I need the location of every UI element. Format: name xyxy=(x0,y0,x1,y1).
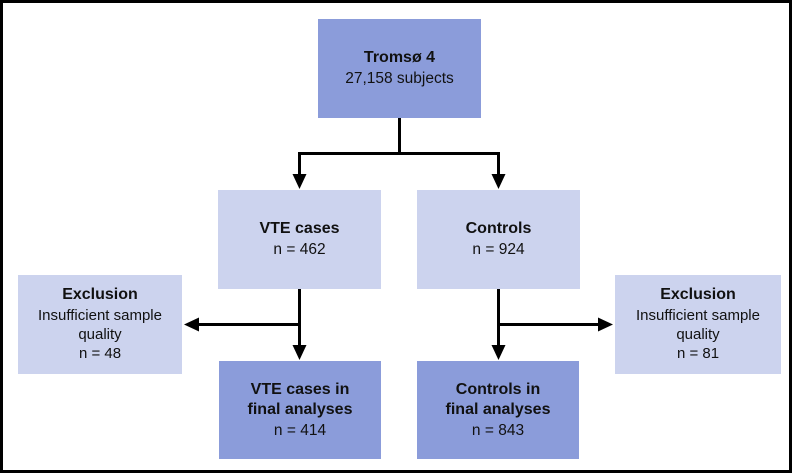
node-exclusion-left-count: n = 48 xyxy=(78,345,122,363)
node-controls-final-title-line2: final analyses xyxy=(445,401,551,419)
node-controls-final-title-line1: Controls in xyxy=(455,380,541,398)
node-vte-cases-title: VTE cases xyxy=(259,220,340,238)
node-controls-final-count: n = 843 xyxy=(471,421,525,439)
node-tromso4: Tromsø 4 27,158 subjects xyxy=(318,19,481,118)
node-controls-count: n = 924 xyxy=(472,240,525,258)
node-tromso4-title: Tromsø 4 xyxy=(363,49,436,67)
node-vte-cases-count: n = 462 xyxy=(273,240,326,258)
connector-arrow-to-controls xyxy=(491,152,506,189)
node-controls: Controls n = 924 xyxy=(417,190,580,289)
node-exclusion-left-title: Exclusion xyxy=(62,286,138,304)
connector-arrow-vte-to-final xyxy=(292,289,307,360)
connector-arrow-controls-to-final xyxy=(491,289,506,360)
node-exclusion-left-reason: Insufficient sample quality xyxy=(38,306,162,344)
node-exclusion-left: Exclusion Insufficient sample quality n … xyxy=(18,275,182,374)
node-vte-final-title-line1: VTE cases in xyxy=(250,380,350,398)
node-vte-final-count: n = 414 xyxy=(273,421,327,439)
connector-arrow-to-vte-cases xyxy=(292,152,307,189)
node-vte-final: VTE cases in final analyses n = 414 xyxy=(219,361,381,459)
node-exclusion-right-title: Exclusion xyxy=(660,286,736,304)
node-vte-final-title-line2: final analyses xyxy=(247,401,353,419)
connector-arrow-to-right-exclusion xyxy=(497,317,613,332)
node-vte-cases: VTE cases n = 462 xyxy=(218,190,381,289)
connector-arrow-to-left-exclusion xyxy=(184,317,301,332)
node-controls-title: Controls xyxy=(465,220,532,238)
node-exclusion-right-count: n = 81 xyxy=(676,345,720,363)
node-controls-final: Controls in final analyses n = 843 xyxy=(417,361,579,459)
node-exclusion-right: Exclusion Insufficient sample quality n … xyxy=(615,275,781,374)
node-tromso4-subtitle: 27,158 subjects xyxy=(345,69,454,87)
node-exclusion-right-reason: Insufficient sample quality xyxy=(636,306,760,344)
